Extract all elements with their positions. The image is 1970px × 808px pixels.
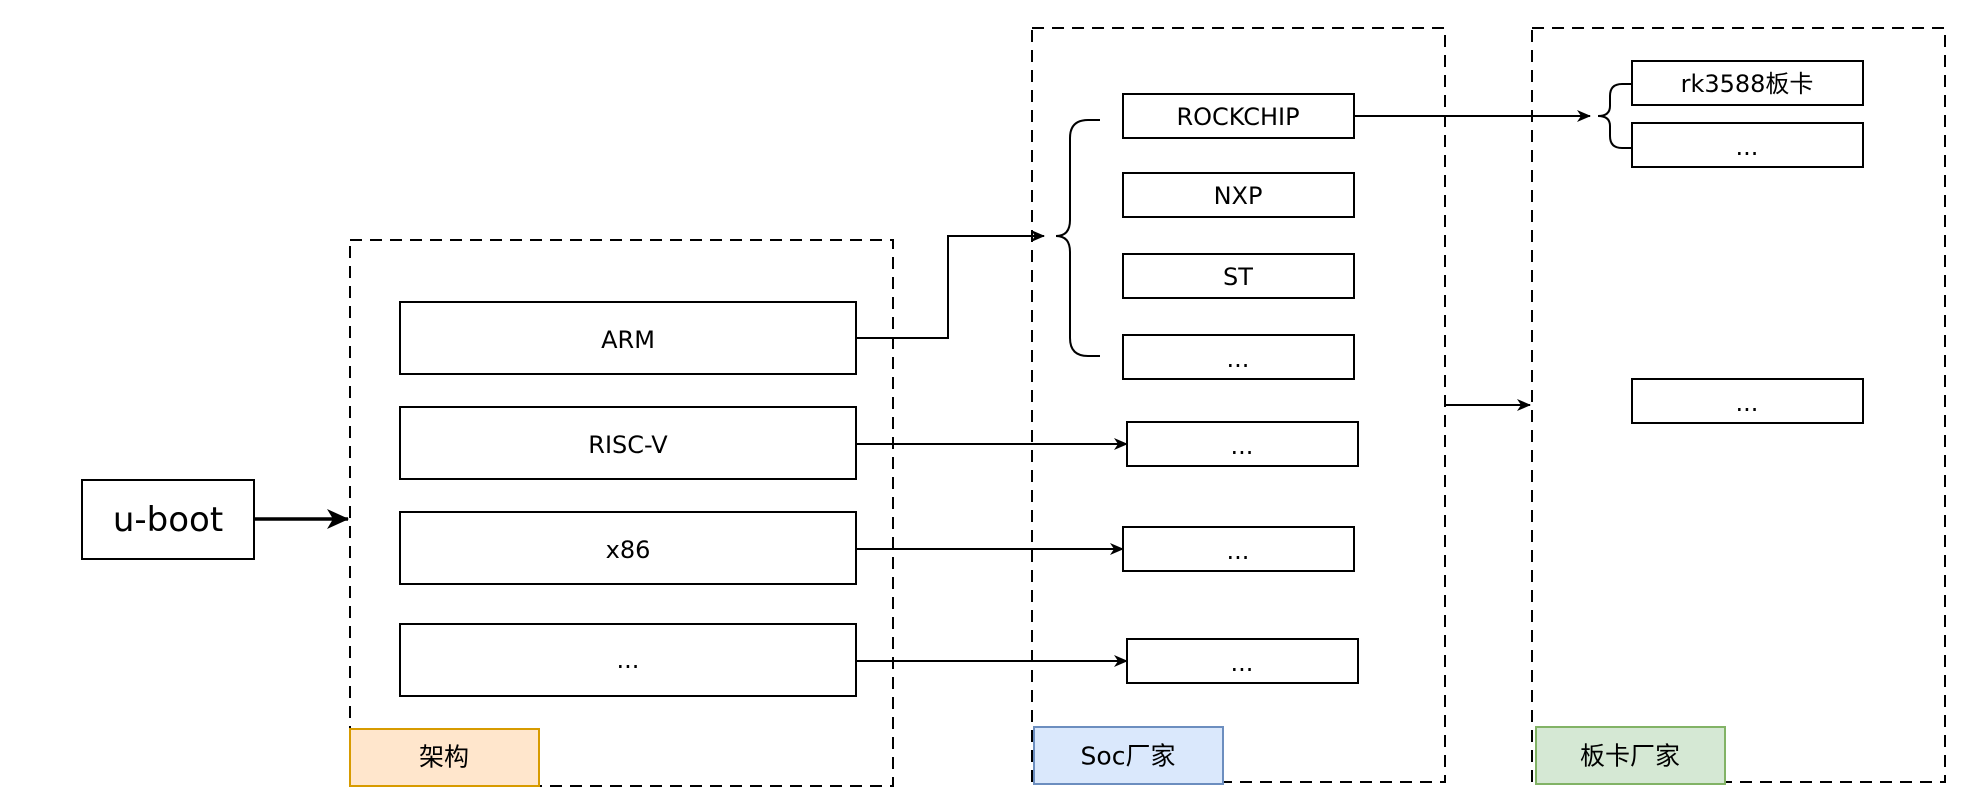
arch-caption-label: 架构	[419, 743, 469, 772]
soc-caption: Soc厂家	[1033, 726, 1224, 785]
uboot-node[interactable]: u-boot	[81, 479, 255, 560]
arch-label-other: ...	[617, 646, 640, 674]
soc-node-rockchip[interactable]: ROCKCHIP	[1122, 93, 1355, 139]
arch-node-riscv[interactable]: RISC-V	[399, 406, 857, 480]
soc-caption-box	[1033, 726, 1224, 785]
soc-node-other[interactable]: ...	[1126, 638, 1359, 684]
board-label-other: ...	[1736, 389, 1759, 417]
soc-label-riscv: ...	[1231, 432, 1254, 460]
arch-caption-box	[349, 728, 540, 787]
soc-label-nxp: NXP	[1214, 182, 1263, 210]
soc-label-x86: ...	[1227, 537, 1250, 565]
uboot-label: u-boot	[113, 500, 223, 540]
arch-caption: 架构	[349, 728, 540, 787]
soc-label-rockchip: ROCKCHIP	[1176, 103, 1299, 131]
arch-node-x86[interactable]: x86	[399, 511, 857, 585]
soc-node-nxp[interactable]: NXP	[1122, 172, 1355, 218]
arch-label-arm: ARM	[601, 326, 655, 354]
board-node-rk3588[interactable]: rk3588板卡	[1631, 60, 1864, 106]
soc-label-other: ...	[1231, 649, 1254, 677]
soc-node-other-arm[interactable]: ...	[1122, 334, 1355, 380]
arch-group	[349, 239, 894, 787]
soc-node-x86[interactable]: ...	[1122, 526, 1355, 572]
arch-label-riscv: RISC-V	[588, 431, 668, 459]
soc-node-st[interactable]: ST	[1122, 253, 1355, 299]
board-label-other-rockchip: ...	[1736, 133, 1759, 161]
board-caption: 板卡厂家	[1535, 726, 1726, 785]
arch-node-arm[interactable]: ARM	[399, 301, 857, 375]
board-label-rk3588: rk3588板卡	[1681, 70, 1814, 98]
soc-label-other-arm: ...	[1227, 345, 1250, 373]
board-node-other[interactable]: ...	[1631, 378, 1864, 424]
soc-label-st: ST	[1223, 263, 1253, 291]
board-group	[1531, 27, 1946, 783]
soc-curly-brace	[1055, 119, 1100, 357]
arch-node-other[interactable]: ...	[399, 623, 857, 697]
soc-caption-label: Soc厂家	[1081, 742, 1176, 771]
arch-label-x86: x86	[606, 536, 651, 564]
board-caption-label: 板卡厂家	[1580, 742, 1680, 771]
board-node-other-rockchip[interactable]: ...	[1631, 122, 1864, 168]
board-caption-box	[1535, 726, 1726, 785]
arm-to-soc-arrow	[856, 230, 1045, 339]
board-curly-brace	[1597, 83, 1632, 149]
soc-node-riscv[interactable]: ...	[1126, 421, 1359, 467]
